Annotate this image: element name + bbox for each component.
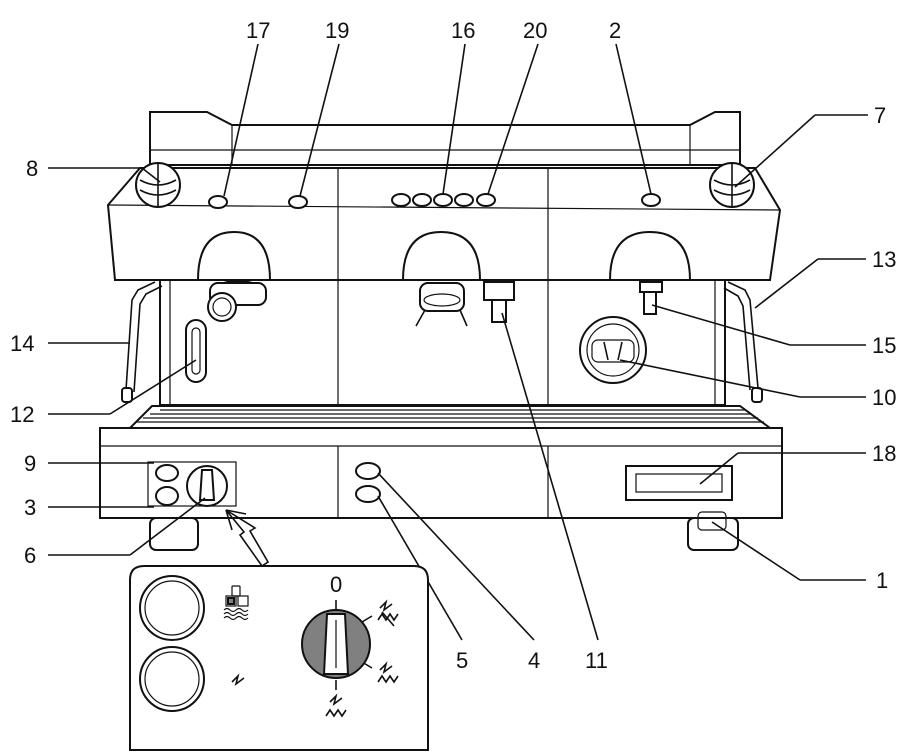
callout-14: 14 (10, 331, 34, 356)
inset-button-bottom (139, 646, 205, 712)
power-lightning-icon (231, 673, 245, 686)
callout-16: 16 (451, 18, 475, 43)
selector-zero-label: 0 (330, 572, 342, 597)
leader-lines (48, 43, 868, 641)
machine-top-rail (149, 111, 741, 166)
display-panel (625, 465, 733, 501)
callout-5: 5 (456, 648, 468, 673)
group-head-domes (196, 230, 692, 281)
selector-tick-upper-right (361, 615, 373, 623)
callout-6: 6 (24, 543, 36, 568)
front-control-panel (147, 461, 237, 507)
callout-2: 2 (609, 18, 621, 43)
steam-knob-left (135, 162, 181, 208)
callout-18: 18 (872, 441, 896, 466)
top-buttons (208, 193, 661, 209)
portafilter-left (207, 280, 267, 322)
heating-resistance-icon (325, 693, 347, 718)
steam-wand-left (121, 281, 163, 403)
drip-tray-grille (127, 405, 774, 429)
control-panel-inset: 0 (129, 565, 429, 751)
callout-7: 7 (874, 103, 886, 128)
steam-wand-right (723, 281, 763, 403)
steam-knob-right (709, 162, 755, 208)
callout-20: 20 (523, 18, 547, 43)
callout-labels: 17 19 16 20 2 8 7 14 12 13 15 10 18 9 3 … (10, 18, 896, 673)
callout-8: 8 (26, 156, 38, 181)
callout-9: 9 (24, 451, 36, 476)
callout-13: 13 (872, 247, 896, 272)
spout-right (639, 281, 663, 315)
heating-resistance-icon (377, 661, 399, 684)
hot-water-nozzle (483, 281, 515, 323)
callout-3: 3 (24, 495, 36, 520)
inset-button-top (139, 575, 205, 641)
callout-15: 15 (872, 333, 896, 358)
callout-10: 10 (872, 385, 896, 410)
portafilter-middle (415, 282, 468, 327)
callout-4: 4 (528, 648, 540, 673)
heating-resistance-icon (377, 599, 399, 627)
callout-1: 1 (876, 568, 888, 593)
water-level-sight-glass (185, 319, 207, 383)
callout-19: 19 (325, 18, 349, 43)
callout-11: 11 (585, 648, 608, 673)
machine-feet (149, 511, 739, 551)
centre-buttons (355, 462, 381, 503)
callout-17: 17 (246, 18, 270, 43)
callout-12: 12 (10, 402, 34, 427)
cups-heating-icon (223, 585, 249, 621)
inset-pointer-arrow (225, 509, 270, 568)
pressure-gauge (579, 316, 647, 384)
